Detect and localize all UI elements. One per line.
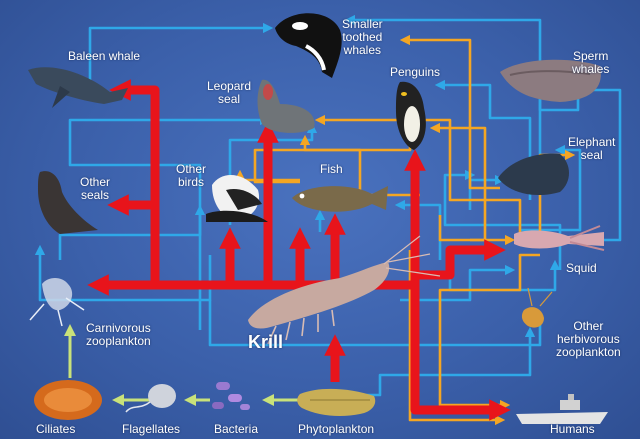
- label-baleen-whale: Baleen whale: [68, 49, 141, 63]
- ship-icon: [516, 394, 608, 424]
- baleen-whale-icon: [28, 67, 128, 108]
- elephant-seal-icon: [498, 153, 569, 196]
- label-krill: Krill: [248, 332, 284, 352]
- label-flagellates: Flagellates: [122, 422, 181, 436]
- orca-icon: [275, 13, 342, 79]
- squid-icon: [514, 225, 605, 251]
- label-elephant-seal: Elephant seal: [568, 135, 616, 162]
- fish-icon: [292, 186, 388, 212]
- label-smaller-toothed-whales: Smaller toothed whales: [342, 17, 383, 57]
- label-bacteria: Bacteria: [214, 422, 259, 436]
- label-sperm-whales: Sperm whales: [572, 49, 610, 76]
- label-carnivorous-zooplankton: Carnivorous zooplankton: [86, 321, 151, 348]
- penguin-icon: [396, 81, 426, 150]
- albatross-icon: [206, 174, 268, 222]
- fur-seal-icon: [38, 171, 98, 234]
- phytoplankton-icon: [297, 388, 376, 416]
- microbial-arrows: [64, 324, 300, 406]
- label-phytoplankton: Phytoplankton: [298, 422, 375, 436]
- label-penguins: Penguins: [390, 65, 441, 79]
- bacteria-icon: [212, 382, 250, 410]
- carnivorous-zooplankton-icon: [29, 278, 85, 327]
- krill-icon: [248, 235, 441, 345]
- label-fish: Fish: [320, 162, 343, 176]
- sperm-whale-icon: [500, 59, 601, 102]
- label-other-birds: Other birds: [176, 162, 207, 189]
- label-other-herbivorous-zooplankton: Other herbivorous zooplankton: [556, 319, 621, 359]
- label-humans: Humans: [550, 422, 595, 436]
- flagellate-icon: [125, 384, 176, 413]
- label-other-seals: Other seals: [80, 175, 111, 202]
- label-ciliates: Ciliates: [36, 422, 76, 436]
- label-leopard-seal: Leopard seal: [207, 79, 252, 106]
- leopard-seal-icon: [257, 79, 315, 133]
- ciliate-icon: [34, 380, 102, 420]
- herbivorous-zooplankton-icon: [521, 287, 553, 328]
- label-squid: Squid: [566, 261, 597, 275]
